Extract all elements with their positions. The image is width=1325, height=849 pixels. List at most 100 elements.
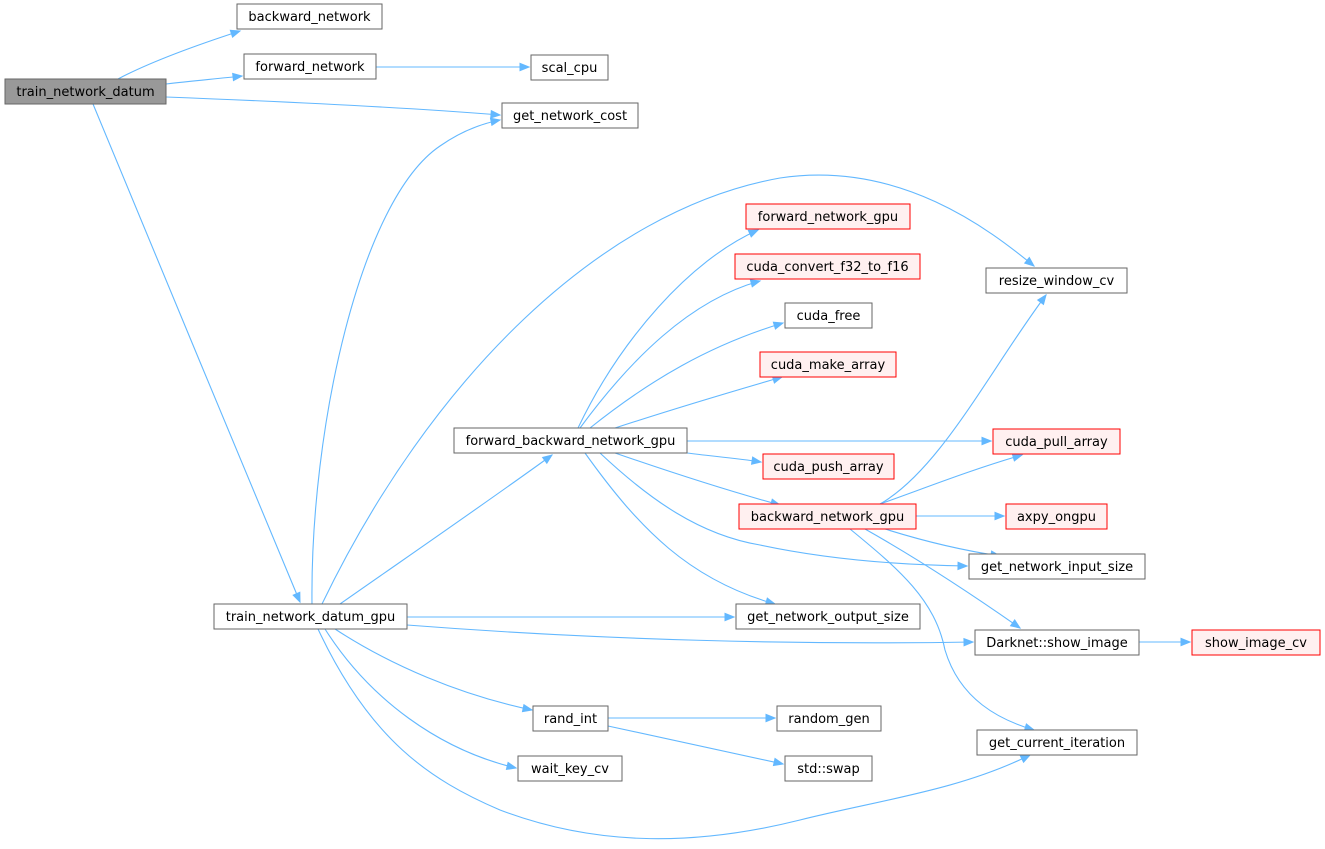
node-train-network-datum-gpu[interactable]: train_network_datum_gpu (213, 603, 408, 630)
node-box[interactable] (4, 78, 167, 105)
node-label: rand_int (544, 712, 597, 727)
edge-train_network_datum_gpu-to-wait_key_cv (324, 628, 518, 771)
arrowhead-icon (1180, 637, 1192, 647)
edge-train_network_datum_gpu-to-resize_window_cv (321, 174, 1036, 605)
node-box[interactable] (976, 729, 1138, 756)
node-box[interactable] (1191, 629, 1321, 656)
node-box[interactable] (734, 253, 921, 280)
node-wait-key-cv[interactable]: wait_key_cv (517, 755, 623, 782)
edge-train_network_datum_gpu-to-get_current_iteration (317, 628, 1032, 840)
node-box[interactable] (1005, 503, 1108, 530)
node-resize-window-cv[interactable]: resize_window_cv (985, 267, 1128, 294)
node-box[interactable] (243, 53, 377, 80)
node-get-network-output-size[interactable]: get_network_output_size (735, 603, 921, 630)
arrowhead-icon (724, 612, 736, 622)
node-get-network-input-size[interactable]: get_network_input_size (968, 553, 1146, 580)
node-box[interactable] (985, 267, 1128, 294)
node-backward-network-gpu[interactable]: backward_network_gpu (738, 503, 917, 530)
node-box[interactable] (992, 428, 1121, 455)
edge-line (321, 174, 1035, 605)
edge-backward_network_gpu-to-darknet_show_image (864, 528, 1022, 629)
node-box[interactable] (784, 755, 873, 782)
node-box[interactable] (532, 705, 609, 732)
node-box[interactable] (759, 351, 897, 378)
node-box[interactable] (501, 102, 639, 129)
arrowhead-icon (747, 229, 760, 238)
edge-forward_backward_network_gpu-to-cuda_convert_f32_to_f16 (579, 279, 762, 429)
node-box[interactable] (517, 755, 623, 782)
edge-line (686, 452, 762, 463)
edge-train_network_datum_gpu-to-get_network_output_size (407, 612, 736, 622)
node-backward-network[interactable]: backward_network (236, 3, 383, 30)
edge-line (311, 119, 501, 605)
nodes-layer: train_network_datum backward_networkforwa… (4, 3, 1321, 782)
node-label: get_network_output_size (747, 610, 909, 625)
edge-train_network_datum-to-train_network_datum_gpu (92, 103, 301, 604)
edge-forward_backward_network_gpu-to-cuda_free (589, 321, 785, 429)
node-darknet-show-image[interactable]: Darknet::show_image (974, 629, 1140, 656)
node-box[interactable] (738, 503, 917, 530)
node-rand-int[interactable]: rand_int (532, 705, 609, 732)
edge-train_network_datum-to-get_network_cost (165, 96, 502, 119)
arrowhead-icon (772, 321, 785, 330)
node-box[interactable] (453, 427, 688, 454)
node-cuda-push-array[interactable]: cuda_push_array (762, 453, 895, 480)
arrowhead-icon (1023, 256, 1036, 267)
node-box[interactable] (236, 3, 383, 30)
arrowhead-icon (750, 456, 763, 465)
node-get-current-iteration[interactable]: get_current_iteration (976, 729, 1138, 756)
edge-backward_network_gpu-to-cuda_pull_array (879, 453, 1024, 505)
node-box[interactable] (974, 629, 1140, 656)
edge-line (117, 30, 241, 80)
node-box[interactable] (762, 453, 895, 480)
edge-line (406, 624, 974, 644)
node-train-network-datum[interactable]: train_network_datum (4, 78, 167, 105)
node-cuda-make-array[interactable]: cuda_make_array (759, 351, 897, 378)
edge-forward_network-to-scal_cpu (376, 62, 531, 72)
node-show-image-cv[interactable]: show_image_cv (1191, 629, 1321, 656)
edge-line (165, 75, 243, 85)
node-label: train_network_datum (16, 85, 154, 100)
arrowhead-icon (229, 29, 242, 39)
node-forward-backward-network-gpu[interactable]: forward_backward_network_gpu (453, 427, 688, 454)
node-cuda-convert-f32-to-f16[interactable]: cuda_convert_f32_to_f16 (734, 253, 921, 280)
edge-train_network_datum_gpu-to-forward_backward_network_gpu (339, 454, 554, 605)
node-forward-network-gpu[interactable]: forward_network_gpu (745, 203, 911, 230)
edge-line (614, 376, 783, 429)
node-box[interactable] (776, 705, 882, 732)
node-box[interactable] (213, 603, 408, 630)
node-get-network-cost[interactable]: get_network_cost (501, 102, 639, 129)
edge-line (317, 628, 1031, 840)
node-cuda-free[interactable]: cuda_free (784, 302, 873, 329)
node-label: std::swap (797, 762, 860, 777)
node-random-gen[interactable]: random_gen (776, 705, 882, 732)
edge-line (92, 103, 301, 603)
node-box[interactable] (745, 203, 911, 230)
node-box[interactable] (735, 603, 921, 630)
node-label: show_image_cv (1205, 636, 1307, 651)
edge-line (334, 628, 533, 711)
node-label: cuda_convert_f32_to_f16 (746, 260, 908, 275)
edge-line (607, 725, 784, 765)
node-forward-network[interactable]: forward_network (243, 53, 377, 80)
node-cuda-pull-array[interactable]: cuda_pull_array (992, 428, 1121, 455)
node-label: axpy_ongpu (1017, 510, 1096, 525)
node-scal-cpu[interactable]: scal_cpu (530, 54, 609, 81)
node-label: cuda_pull_array (1005, 435, 1108, 450)
arrowhead-icon (765, 713, 777, 723)
node-box[interactable] (784, 302, 873, 329)
node-label: Darknet::show_image (986, 636, 1128, 651)
arrowhead-icon (994, 511, 1006, 521)
node-label: wait_key_cv (531, 762, 609, 777)
node-label: get_network_cost (513, 109, 627, 124)
edge-line (849, 528, 1035, 731)
edge-forward_backward_network_gpu-to-cuda_pull_array (687, 436, 993, 446)
node-box[interactable] (968, 553, 1146, 580)
edge-line (165, 96, 501, 116)
arrowhead-icon (1036, 293, 1047, 306)
node-axpy-ongpu[interactable]: axpy_ongpu (1005, 503, 1108, 530)
node-box[interactable] (530, 54, 609, 81)
edges-layer (92, 29, 1192, 840)
node-std-swap[interactable]: std::swap (784, 755, 873, 782)
